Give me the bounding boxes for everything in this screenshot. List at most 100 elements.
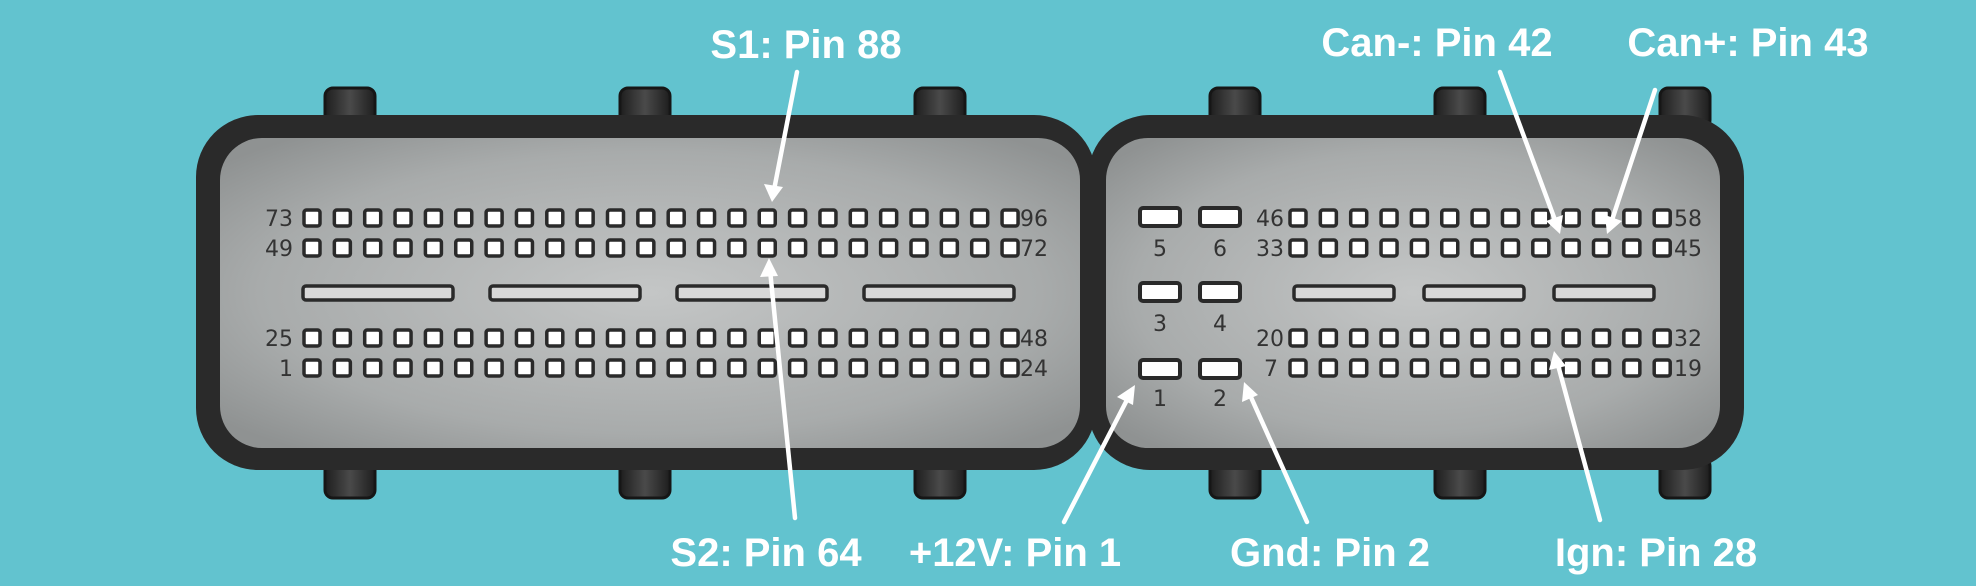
pin — [727, 358, 747, 378]
arrow-gnd — [1242, 382, 1310, 525]
pin — [909, 208, 929, 228]
power-pin-label-1: 1 — [1153, 387, 1167, 412]
arrow-can-plus — [1605, 87, 1658, 234]
pin — [848, 238, 869, 258]
pin — [818, 328, 838, 348]
pin — [696, 208, 717, 228]
keying-slot — [675, 284, 829, 302]
connector-b-slots — [1292, 284, 1656, 302]
power-pin-label-6: 6 — [1213, 237, 1227, 262]
connector-a-pins — [302, 208, 1020, 378]
power-pin-5 — [1138, 206, 1182, 228]
pin — [818, 358, 838, 378]
pin — [423, 328, 444, 348]
row-label-96: 96 — [1020, 207, 1048, 232]
row-label-72: 72 — [1020, 237, 1048, 262]
arrow-s1 — [764, 69, 800, 202]
row-label-25: 25 — [265, 327, 293, 352]
pin — [1440, 238, 1460, 258]
pin — [848, 208, 869, 228]
pin — [362, 208, 383, 228]
pin — [545, 328, 565, 348]
row-label-48: 48 — [1020, 327, 1048, 352]
pin — [1591, 358, 1612, 378]
pin — [909, 358, 929, 378]
power-pin-label-2: 2 — [1213, 387, 1227, 412]
power-pin-label-4: 4 — [1213, 312, 1227, 337]
connector-a: 73 96 49 72 25 48 1 24 — [196, 115, 1096, 470]
connector-b-pins — [1288, 208, 1672, 378]
pin — [484, 238, 504, 258]
pin — [605, 208, 626, 228]
pin — [909, 328, 929, 348]
pin — [1470, 328, 1490, 348]
arrow-12v — [1061, 385, 1135, 525]
pin — [302, 328, 322, 348]
pin — [1622, 328, 1642, 348]
pin — [454, 358, 474, 378]
pin — [1561, 358, 1581, 378]
pin — [1500, 208, 1521, 228]
pin — [1288, 238, 1308, 258]
pin — [1348, 328, 1369, 348]
callout-arrows — [760, 69, 1658, 525]
pin — [1318, 208, 1339, 228]
arrow-can-minus — [1497, 69, 1563, 234]
pin — [1561, 238, 1581, 258]
pin — [484, 358, 504, 378]
pin — [939, 328, 960, 348]
keying-slot — [862, 284, 1016, 302]
pin — [696, 238, 717, 258]
pin — [393, 328, 413, 348]
pin — [1409, 238, 1430, 258]
keying-slot — [301, 284, 455, 302]
pin — [393, 208, 413, 228]
pin — [1318, 238, 1339, 258]
pin — [545, 238, 565, 258]
pin — [1470, 358, 1490, 378]
pin — [302, 238, 322, 258]
keying-slot — [1422, 284, 1526, 302]
pin — [332, 328, 353, 348]
pin — [1622, 358, 1642, 378]
pin — [362, 358, 383, 378]
pin — [939, 358, 960, 378]
row-label-58: 58 — [1674, 207, 1702, 232]
row-label-20: 20 — [1256, 327, 1284, 352]
pin — [514, 208, 535, 228]
pin — [666, 208, 686, 228]
pin — [575, 238, 595, 258]
pin — [818, 238, 838, 258]
pin — [423, 358, 444, 378]
row-label-49: 49 — [265, 237, 293, 262]
keying-slot — [488, 284, 642, 302]
pin — [1379, 328, 1399, 348]
pin — [1591, 238, 1612, 258]
keying-slot — [1292, 284, 1396, 302]
pin — [1288, 208, 1308, 228]
pin — [1379, 208, 1399, 228]
pin — [1000, 238, 1020, 258]
pin — [1000, 358, 1020, 378]
pin — [362, 328, 383, 348]
power-pin-label-3: 3 — [1153, 312, 1167, 337]
pin — [878, 208, 899, 228]
row-label-33: 33 — [1256, 237, 1284, 262]
pin — [1000, 328, 1020, 348]
connector-b: 5 6 3 4 1 2 46 58 33 45 20 32 7 19 — [1088, 115, 1744, 470]
row-label-7: 7 — [1264, 357, 1278, 382]
pin — [1348, 238, 1369, 258]
callout-can-plus: Can+: Pin 43 — [1627, 21, 1868, 65]
power-pin-2 — [1198, 358, 1242, 380]
arrow-s2 — [760, 258, 798, 521]
pin — [878, 238, 899, 258]
pin — [757, 358, 777, 378]
pin — [787, 208, 808, 228]
pin — [757, 238, 777, 258]
pin — [545, 358, 565, 378]
arrow-ign — [1549, 351, 1603, 523]
pin — [1318, 328, 1339, 348]
pin — [787, 328, 808, 348]
pin — [696, 358, 717, 378]
